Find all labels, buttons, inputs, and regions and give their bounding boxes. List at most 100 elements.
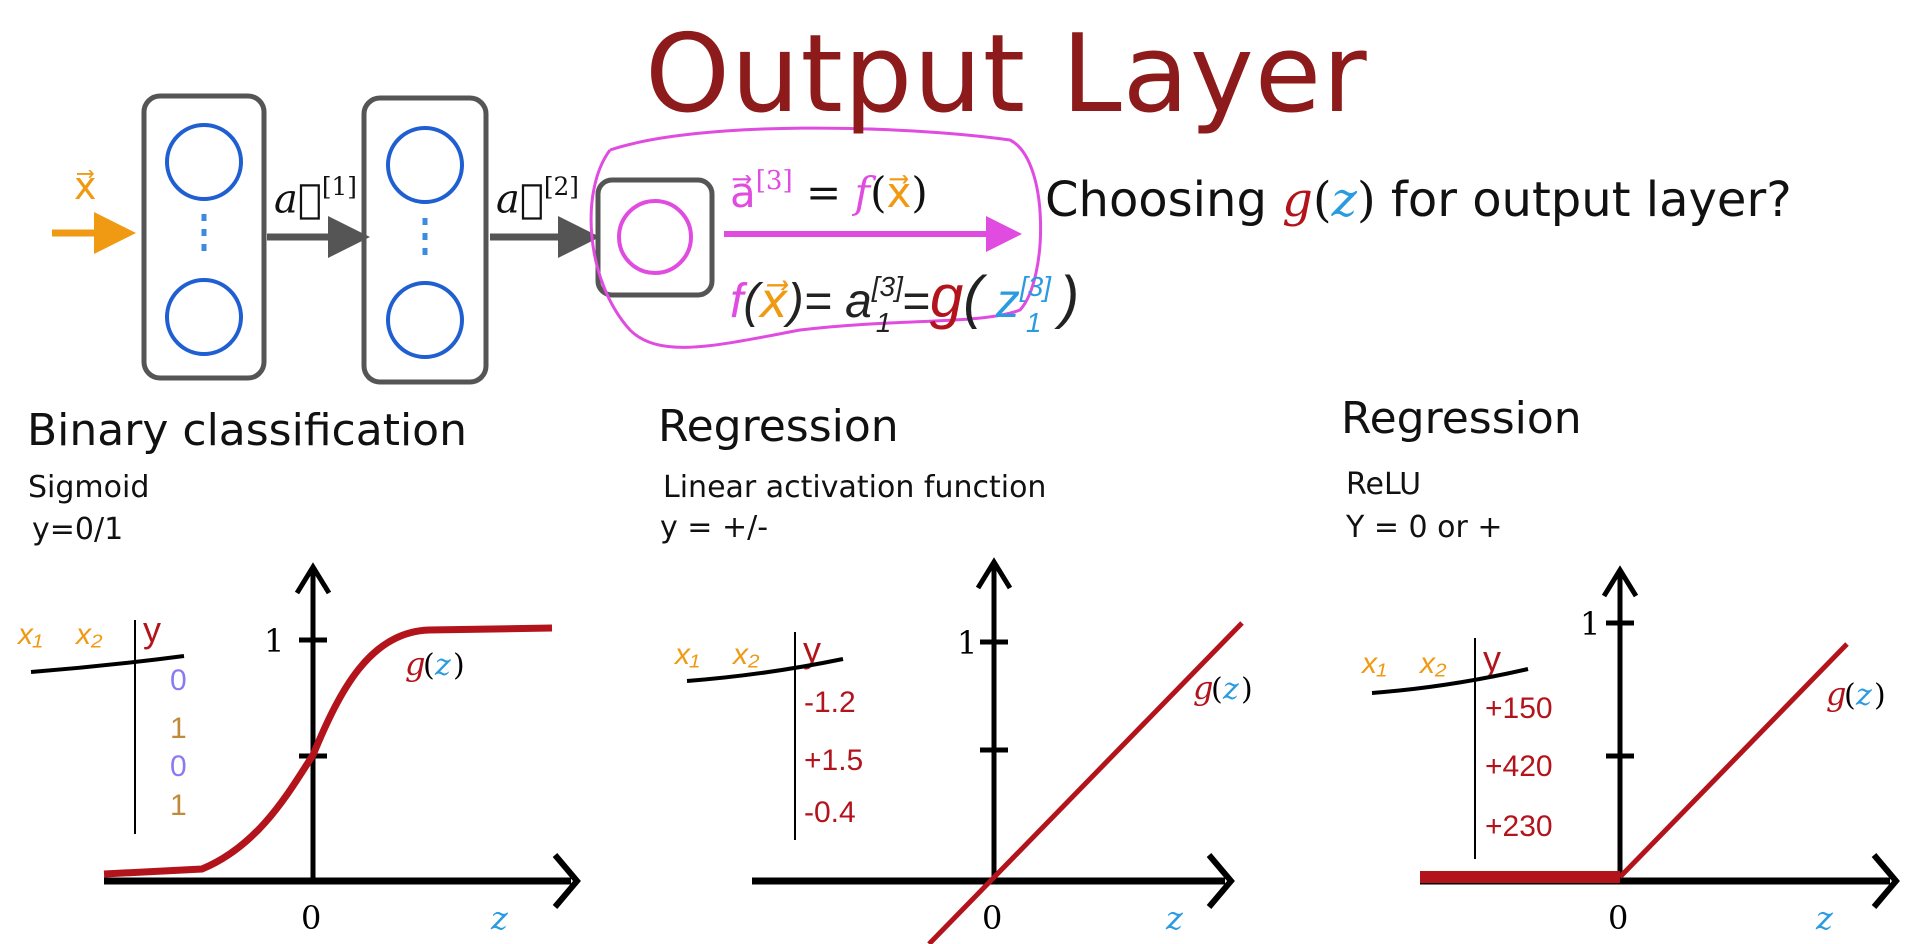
hidden-layer-2-box [361, 95, 489, 385]
eq-close: ) [911, 168, 928, 218]
table-header-line [30, 654, 185, 674]
activation-curve [103, 624, 553, 878]
curve-label-g: g [405, 645, 425, 683]
curve-label-g: g [1826, 675, 1846, 713]
pink-highlight-loop [589, 126, 1043, 349]
table-header-line [686, 657, 844, 683]
curve-label-paren: ( [1211, 672, 1223, 707]
hw-z: z [995, 275, 1020, 328]
curve-label-g: g [1193, 669, 1213, 707]
panel-1-target: y=0/1 [32, 512, 124, 547]
table-header-x1: x₁ [16, 618, 42, 651]
x-tick-label: 0 [1608, 899, 1628, 937]
output-neuron [617, 199, 693, 275]
x-tick-label: 0 [301, 899, 321, 937]
hidden-layer-1-box [141, 93, 267, 381]
hw-sub1: 1 [875, 307, 892, 338]
table-value: +1.5 [804, 744, 863, 777]
q-close: ) [1356, 172, 1376, 228]
table-header-y: y [143, 609, 161, 650]
panel-3-target: Y = 0 or + [1346, 510, 1503, 545]
hw-sup1: [3] [871, 271, 903, 302]
neuron [386, 126, 464, 204]
q-z: z [1331, 172, 1357, 228]
q-post: for output layer? [1375, 172, 1792, 228]
table-header-y: y [1483, 638, 1501, 679]
x-axis-arrowhead [1871, 853, 1900, 909]
q-g: g [1282, 172, 1313, 228]
curve-label-paren: ( [1844, 678, 1856, 713]
y-tick-label: 1 [957, 624, 977, 662]
table-header-y: y [803, 629, 821, 670]
hw-sub2: 1 [1025, 307, 1042, 338]
a1-superscript: [1] [321, 172, 357, 201]
input-x-label: x⃗ [74, 164, 97, 208]
table-value: -0.4 [804, 796, 856, 829]
curve-label-paren: ( [423, 648, 435, 683]
hw-open2: ( [963, 265, 983, 330]
eq-a: a⃗ [730, 168, 756, 218]
y-axis-arrowhead [1601, 565, 1639, 598]
activation-curve [1618, 642, 1849, 879]
hw-sup2: [3] [1019, 271, 1051, 302]
y-axis-arrowhead [294, 562, 332, 595]
neuron [165, 278, 243, 356]
a2-label: a⃗[2] [496, 172, 579, 222]
table-value: +230 [1485, 810, 1553, 843]
q-pre: Choosing [1045, 172, 1283, 228]
table-header-x2: x₂ [731, 638, 760, 671]
x-axis-arrowhead [1206, 853, 1235, 909]
neuron [165, 123, 243, 201]
q-open: ( [1312, 172, 1332, 228]
table-header-x2: x₂ [1418, 647, 1447, 680]
curve-label-z: z [434, 648, 451, 683]
x-axis-label: z [1165, 899, 1184, 937]
panel-1-heading: Binary classification [27, 405, 467, 456]
panel-2-target: y = +/- [660, 510, 769, 545]
x-axis-label: z [490, 899, 509, 937]
table-value: 0 [170, 750, 187, 783]
a2-symbol: a⃗ [496, 176, 544, 223]
table-value: +420 [1485, 750, 1553, 783]
curve-label-z: z [1855, 678, 1872, 713]
table-value: 1 [170, 789, 187, 822]
panel-3-heading: Regression [1341, 393, 1582, 444]
curve-label-paren: ) [453, 648, 465, 683]
output-layer-box [595, 177, 715, 298]
panel-2-heading: Regression [658, 401, 899, 452]
neuron [386, 281, 464, 359]
hw-eq-a: = a [803, 275, 872, 328]
x-tick-label: 0 [982, 899, 1002, 937]
y-tick-label: 1 [264, 622, 284, 660]
hw-f: f [730, 275, 744, 328]
table-value: +150 [1485, 692, 1553, 725]
hw-open: ( [743, 275, 760, 328]
hw-close: ) [787, 275, 804, 328]
y-tick-label: 1 [1580, 605, 1600, 643]
eq-x: x⃗ [886, 168, 912, 218]
hw-eq2: = [901, 275, 930, 328]
panel-3-activation: ReLU [1346, 467, 1422, 502]
hw-close2: ) [1059, 265, 1080, 330]
table-header-x1: x₁ [1360, 647, 1386, 680]
curve-label-paren: ) [1874, 678, 1886, 713]
table-header-x1: x₁ [673, 638, 699, 671]
x-axis-arrowhead [552, 853, 581, 909]
activation-curve [927, 621, 1244, 944]
eq-f: f [854, 168, 871, 218]
slide-title: Output Layer [645, 12, 1368, 137]
a1-symbol: a⃗ [274, 176, 322, 223]
curve-label-paren: ) [1241, 672, 1253, 707]
panel-2-activation: Linear activation function [663, 470, 1047, 505]
table-value: -1.2 [804, 686, 856, 719]
curve-label-z: z [1222, 672, 1239, 707]
hw-g: g [929, 263, 964, 330]
y-axis-arrowhead [975, 557, 1013, 590]
table-header-x2: x₂ [74, 618, 103, 651]
hw-x: x⃗ [759, 275, 788, 328]
x-axis-label: z [1815, 899, 1834, 937]
table-value: 0 [170, 664, 187, 697]
a1-label: a⃗[1] [274, 172, 357, 222]
eq-equals: = [792, 168, 855, 218]
